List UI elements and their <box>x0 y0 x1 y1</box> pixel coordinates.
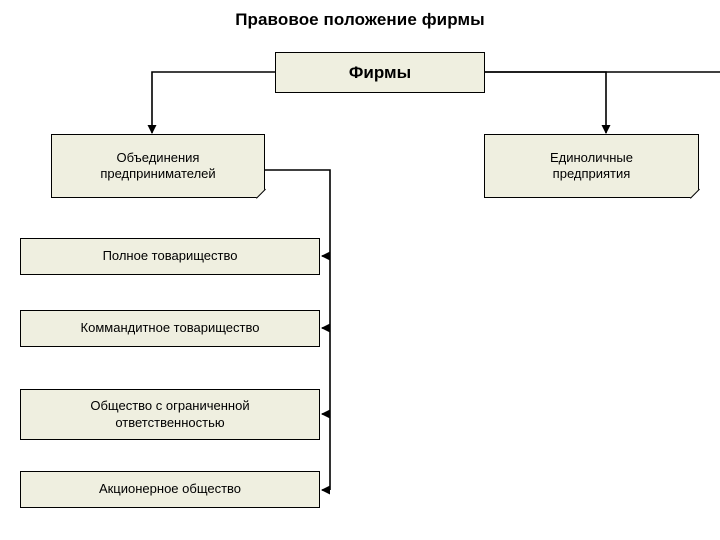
connector-root-to-left <box>147 71 275 134</box>
node-branch-right[interactable]: Единоличные предприятия <box>484 134 699 198</box>
node-item-4[interactable]: Акционерное общество <box>20 471 320 508</box>
node-item-1[interactable]: Полное товарищество <box>20 238 320 275</box>
node-root[interactable]: Фирмы <box>275 52 485 93</box>
node-root-label: Фирмы <box>348 62 412 82</box>
node-branch-right-label: Единоличные предприятия <box>549 149 633 181</box>
connector-root-to-right <box>485 71 611 134</box>
node-item-2[interactable]: Коммандитное товарищество <box>20 310 320 347</box>
node-item-2-label: Коммандитное товарищество <box>80 320 260 336</box>
connector-spine <box>265 169 331 490</box>
node-item-3[interactable]: Общество с ограниченной ответственностью <box>20 389 320 440</box>
node-item-4-label: Акционерное общество <box>98 481 242 497</box>
page-title: Правовое положение фирмы <box>235 10 485 29</box>
node-item-3-label: Общество с ограниченной ответственностью <box>90 398 250 430</box>
node-item-1-label: Полное товарищество <box>102 248 238 264</box>
node-branch-left-label: Объединения предпринимателей <box>100 149 216 181</box>
node-branch-left[interactable]: Объединения предпринимателей <box>51 134 265 198</box>
